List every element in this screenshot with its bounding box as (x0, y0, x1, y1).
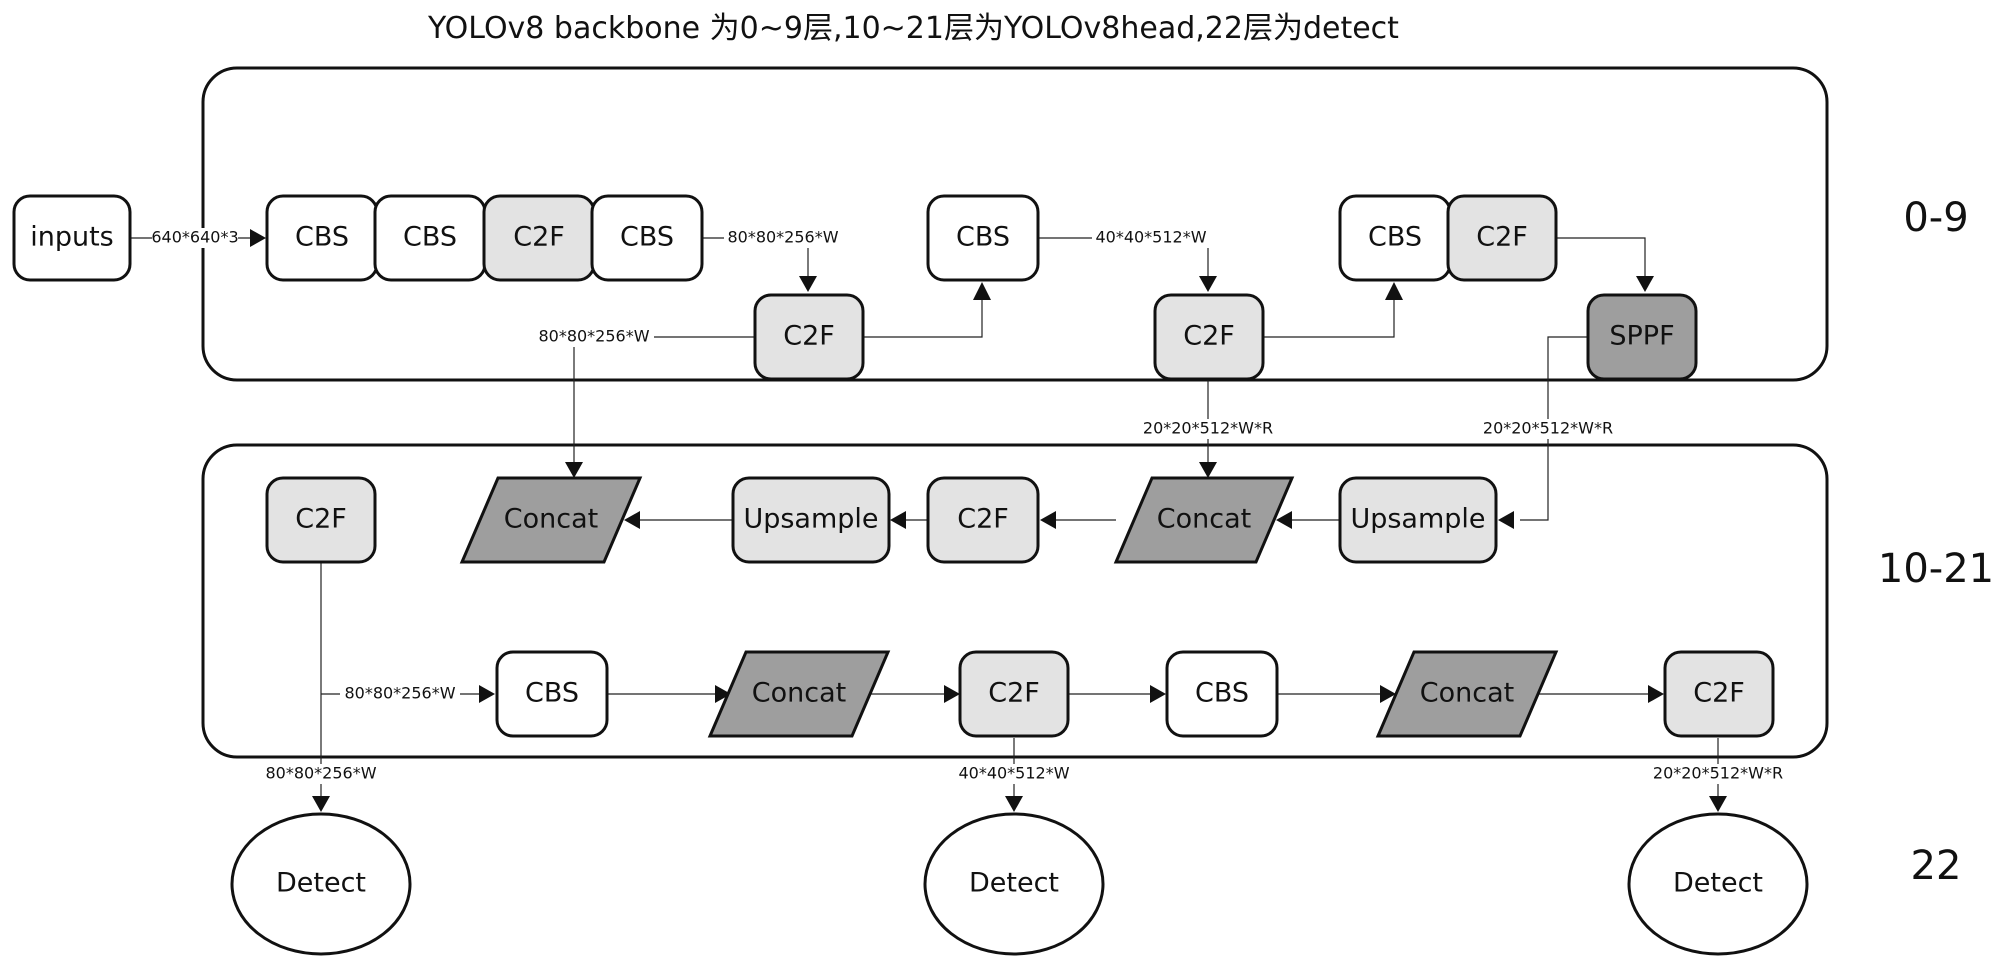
svg-text:CBS: CBS (620, 222, 674, 253)
node-backbone-c2f-4: C2F (1446, 194, 1558, 282)
edge-label-head-down: 80*80*256*W (344, 684, 455, 703)
node-head-c2f-3: C2F (1663, 650, 1775, 738)
node-backbone-c2f-1: C2F (482, 194, 596, 282)
diagram-title: YOLOv8 backbone 为0~9层,10~21层为YOLOv8head,… (427, 11, 1399, 46)
edge-labels: 640*640*3 80*80*256*W 80*80*256*W 40*40*… (151, 228, 1788, 784)
node-head-c2f-1: C2F (926, 476, 1040, 564)
node-detect-2: Detect (923, 812, 1105, 956)
node-backbone-cbs-4: CBS (926, 194, 1040, 282)
layer-label-detect: 22 (1911, 843, 1962, 889)
svg-text:Concat: Concat (504, 504, 598, 535)
node-head-upsample-1: Upsample (731, 476, 891, 564)
node-head-concat-2: Concat (1113, 476, 1295, 564)
edge-label-p3-out: 80*80*256*W (727, 228, 838, 247)
node-head-concat-1: Concat (459, 476, 643, 564)
node-inputs: inputs (12, 194, 132, 282)
edge-label-p3-feature: 80*80*256*W (538, 327, 649, 346)
svg-text:CBS: CBS (295, 222, 349, 253)
layer-label-head: 10-21 (1878, 546, 1994, 592)
svg-text:Detect: Detect (1673, 868, 1763, 899)
svg-text:Detect: Detect (969, 868, 1059, 899)
svg-text:C2F: C2F (1183, 321, 1235, 352)
edge-label-detect3: 20*20*512*W*R (1653, 764, 1783, 783)
edge-label-p4-out: 40*40*512*W (1095, 228, 1206, 247)
svg-text:C2F: C2F (1476, 222, 1528, 253)
svg-text:Upsample: Upsample (1350, 504, 1485, 535)
edge-label-detect2: 40*40*512*W (958, 764, 1069, 783)
svg-text:C2F: C2F (783, 321, 835, 352)
node-head-c2f-left: C2F (265, 476, 377, 564)
head-section (201, 443, 1829, 759)
node-backbone-cbs-5: CBS (1338, 194, 1452, 282)
backbone-section (201, 66, 1829, 382)
svg-text:C2F: C2F (957, 504, 1009, 535)
svg-text:CBS: CBS (403, 222, 457, 253)
edge-label-input-size: 640*640*3 (151, 228, 238, 247)
svg-text:CBS: CBS (525, 678, 579, 709)
svg-text:C2F: C2F (295, 504, 347, 535)
svg-text:Concat: Concat (1420, 678, 1514, 709)
node-detect-1: Detect (230, 812, 412, 956)
node-head-c2f-2: C2F (958, 650, 1070, 738)
node-detect-3: Detect (1627, 812, 1809, 956)
edge-label-p4-feature: 20*20*512*W*R (1143, 419, 1273, 438)
svg-text:inputs: inputs (30, 222, 114, 253)
node-head-concat-3: Concat (707, 650, 891, 738)
edge-label-p5-feature: 20*20*512*W*R (1483, 419, 1613, 438)
node-backbone-c2f-3: C2F (1153, 293, 1265, 381)
svg-text:C2F: C2F (988, 678, 1040, 709)
node-backbone-cbs-1: CBS (265, 194, 379, 282)
node-backbone-sppf: SPPF (1586, 293, 1698, 381)
svg-text:Concat: Concat (1157, 504, 1251, 535)
node-head-cbs-2: CBS (1165, 650, 1279, 738)
svg-text:CBS: CBS (956, 222, 1010, 253)
node-backbone-cbs-2: CBS (373, 194, 487, 282)
svg-text:CBS: CBS (1368, 222, 1422, 253)
node-head-upsample-2: Upsample (1338, 476, 1498, 564)
svg-text:C2F: C2F (1693, 678, 1745, 709)
node-head-cbs-1: CBS (495, 650, 609, 738)
edge-label-detect1: 80*80*256*W (265, 764, 376, 783)
svg-text:C2F: C2F (513, 222, 565, 253)
node-head-concat-4: Concat (1375, 650, 1559, 738)
node-backbone-cbs-3: CBS (590, 194, 704, 282)
svg-text:Concat: Concat (752, 678, 846, 709)
node-backbone-c2f-2: C2F (753, 293, 865, 381)
svg-text:CBS: CBS (1195, 678, 1249, 709)
layer-label-backbone: 0-9 (1903, 195, 1968, 241)
svg-text:Detect: Detect (276, 868, 366, 899)
svg-text:Upsample: Upsample (743, 504, 878, 535)
svg-text:SPPF: SPPF (1609, 321, 1674, 352)
